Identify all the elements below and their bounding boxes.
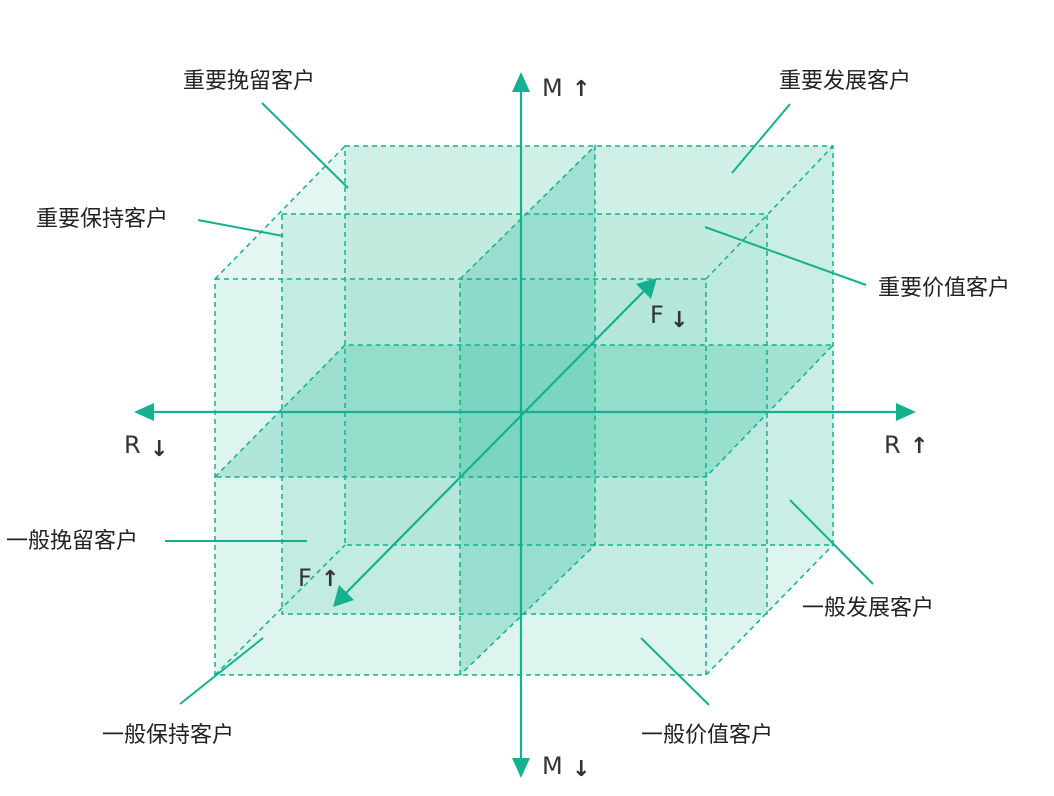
- r-left-letter: R: [124, 431, 141, 459]
- leader-important-retain: [261, 102, 349, 189]
- r-right-letter: R: [884, 431, 901, 459]
- m-up-arrow-icon: ↑: [572, 77, 590, 102]
- m-up-arrowhead: [512, 72, 530, 92]
- leader-important-develop: [731, 103, 791, 174]
- r-left-arrowhead: [134, 403, 154, 421]
- m-down-arrow-icon: ↓: [572, 757, 590, 782]
- label-important-value: 重要价值客户: [878, 276, 1010, 301]
- f-front-arrow-icon: ↑: [321, 567, 339, 592]
- leader-important-keep: [197, 219, 284, 237]
- label-general-keep: 一般保持客户: [102, 723, 234, 748]
- cube-faces: [215, 146, 833, 675]
- leader-important-value: [704, 226, 867, 286]
- r-left-arrow-icon: ↓: [150, 437, 168, 462]
- axis-labels: M ↑ M ↓ R ↓ R ↑ F ↓ F ↑: [124, 74, 928, 782]
- leader-general-develop: [789, 499, 874, 585]
- label-general-retain: 一般挽留客户: [6, 529, 138, 554]
- label-general-develop: 一般发展客户: [802, 596, 934, 621]
- f-back-arrow-icon: ↓: [670, 308, 688, 333]
- label-important-develop: 重要发展客户: [779, 69, 911, 94]
- leader-lines: [165, 102, 874, 706]
- label-general-value: 一般价值客户: [641, 723, 773, 748]
- label-important-retain: 重要挽留客户: [183, 69, 315, 94]
- f-back-letter: F: [650, 301, 664, 329]
- f-back-arrowhead: [636, 278, 657, 299]
- f-front-letter: F: [298, 564, 312, 592]
- r-right-arrow-icon: ↑: [910, 434, 928, 459]
- back-face-edge: [344, 145, 834, 546]
- axes: [134, 72, 916, 778]
- right-face: [706, 146, 833, 675]
- m-down-arrowhead: [512, 758, 530, 778]
- leader-general-value: [640, 637, 710, 706]
- m-down-letter: M: [542, 752, 563, 780]
- middle-depth-plane: [282, 214, 767, 614]
- leader-general-keep: [179, 637, 264, 705]
- r-right-arrowhead: [896, 403, 916, 421]
- m-up-letter: M: [542, 74, 563, 102]
- f-axis: [345, 289, 646, 594]
- top-face: [215, 146, 833, 279]
- segment-labels: 重要挽留客户 重要发展客户 重要保持客户 重要价值客户 一般挽留客户 一般发展客…: [6, 69, 1010, 748]
- label-important-keep: 重要保持客户: [36, 207, 168, 232]
- f-front-arrowhead: [333, 585, 354, 607]
